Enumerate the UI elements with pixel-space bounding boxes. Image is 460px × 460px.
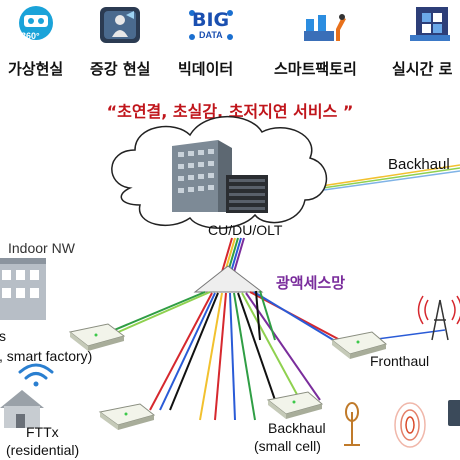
vr-360-text: 360° — [21, 31, 40, 41]
slogan-text: “초연결, 초실감, 초저지연 서비스 ” — [106, 102, 354, 121]
signal-waves-icon — [394, 402, 426, 448]
ar-person-icon — [98, 5, 142, 45]
service-label-bigdata: 빅데이터 — [178, 60, 234, 78]
fttx-label: FTTx — [26, 424, 59, 440]
big-text: BIG — [192, 9, 230, 31]
fttx-sub-label: (residential) — [6, 442, 80, 458]
wifi-icon — [18, 363, 54, 387]
radio-tower-icon — [417, 295, 460, 341]
ont-device-indoor — [68, 323, 126, 351]
indoor-building-icon — [0, 258, 46, 320]
backhaul-top-label: Backhaul — [388, 156, 450, 173]
fronthaul-link — [369, 329, 446, 341]
service-label-smartfactory: 스마트팩토리 — [274, 60, 357, 78]
big-data-icon: BIG DATA — [186, 5, 236, 45]
splitter-label: 광액세스망 — [276, 274, 346, 292]
data-text: DATA — [199, 30, 223, 40]
small-cell-antenna-icon — [344, 402, 360, 446]
indoor-sub-label: , smart factory) — [0, 348, 93, 364]
cube-network-icon — [408, 5, 454, 45]
indoor-s-label: s — [0, 328, 6, 344]
ont-device-backhaul — [266, 391, 324, 419]
service-label-ar: 증강 현실 — [90, 60, 151, 78]
server-rack-icon — [226, 175, 268, 213]
indoor-nw-label: Indoor NW — [8, 240, 75, 256]
trunk-fiber-bundle — [221, 237, 245, 273]
ont-device-fronthaul — [330, 331, 388, 359]
service-label-realtime: 실시간 로 — [392, 60, 453, 78]
service-label-vr: 가상현실 — [8, 60, 64, 78]
optical-splitter — [193, 265, 264, 293]
backhaul-small-sub-label: (small cell) — [254, 438, 321, 454]
robot-arm-icon — [300, 5, 350, 45]
distribution-fibers — [99, 290, 341, 421]
backhaul-small-label: Backhaul — [268, 420, 326, 436]
ont-device-fttx — [98, 403, 156, 430]
fronthaul-label: Fronthaul — [370, 353, 430, 369]
cloud-label: CU/DU/OLT — [208, 222, 283, 238]
building-icon — [172, 140, 232, 212]
house-icon — [0, 390, 44, 428]
vr-360-icon: 360° — [14, 5, 58, 45]
device-corner-icon — [448, 400, 460, 426]
